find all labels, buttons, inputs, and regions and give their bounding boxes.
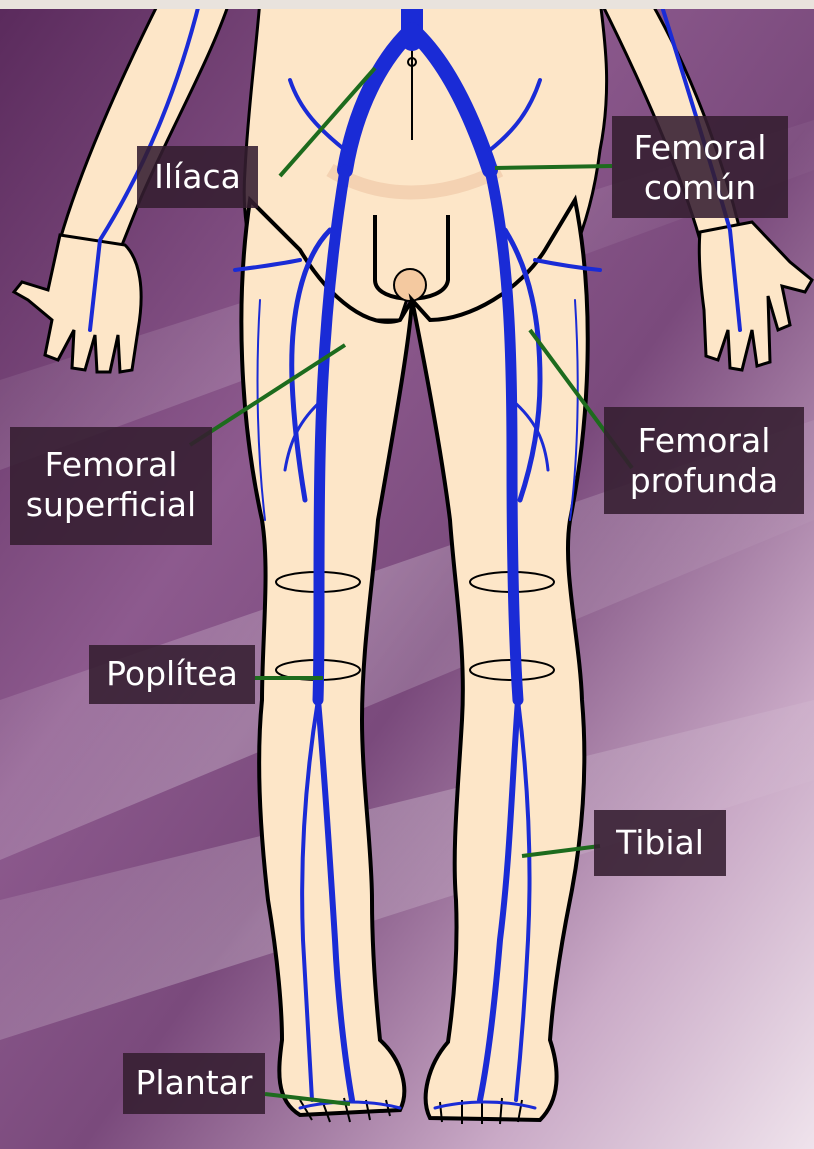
label-iliaca: Ilíaca bbox=[137, 146, 258, 208]
label-femoral-superficial-line2: superficial bbox=[20, 485, 202, 525]
label-femoral-profunda: Femoral profunda bbox=[604, 407, 804, 514]
label-femoral-comun-line2: común bbox=[622, 168, 778, 208]
label-femoral-comun-line1: Femoral bbox=[622, 128, 778, 168]
label-femoral-comun: Femoral común bbox=[612, 116, 788, 218]
label-femoral-superficial: Femoral superficial bbox=[10, 427, 212, 545]
label-plantar-text: Plantar bbox=[133, 1063, 255, 1103]
label-tibial: Tibial bbox=[594, 810, 726, 876]
label-tibial-text: Tibial bbox=[604, 823, 716, 863]
leader-femoral-comun bbox=[495, 166, 612, 168]
label-femoral-profunda-line1: Femoral bbox=[614, 421, 794, 461]
label-poplitea: Poplítea bbox=[89, 645, 255, 704]
window-top-strip bbox=[0, 0, 814, 9]
label-poplitea-text: Poplítea bbox=[99, 654, 245, 694]
label-iliaca-text: Ilíaca bbox=[147, 157, 248, 197]
label-femoral-superficial-line1: Femoral bbox=[20, 445, 202, 485]
label-femoral-profunda-line2: profunda bbox=[614, 461, 794, 501]
label-plantar: Plantar bbox=[123, 1053, 265, 1114]
